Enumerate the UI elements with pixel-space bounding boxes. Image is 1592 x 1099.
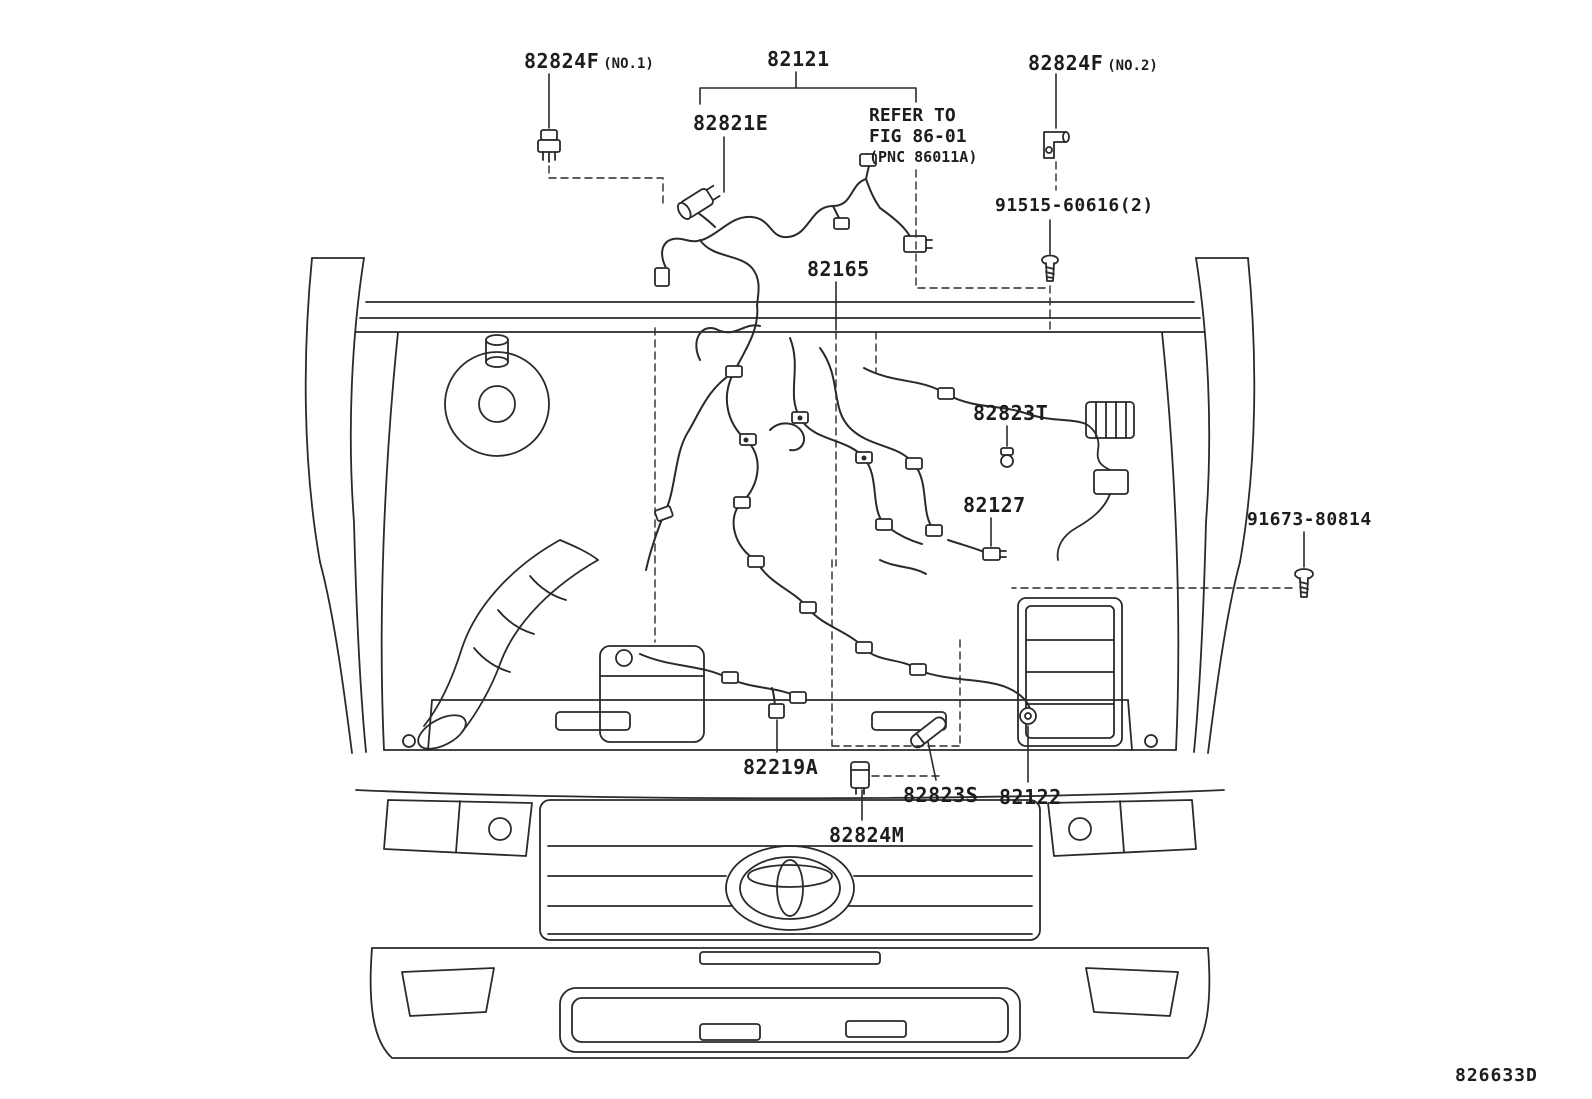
fuse-box [1017, 597, 1123, 747]
top-harness [661, 165, 912, 307]
brake-booster [444, 334, 550, 457]
screw-91515-icon [1041, 254, 1059, 282]
left-pillar [304, 257, 367, 754]
part-number: 82219A [743, 755, 819, 779]
sensor-connector-82821e [676, 184, 721, 220]
part-label-82823t: 82823T [973, 401, 1048, 425]
part-label-82121: 82121 [767, 47, 830, 71]
refer-note-line1: REFER TO [869, 105, 956, 126]
part-label-82165: 82165 [807, 257, 870, 281]
part-label-82823s: 82823S [903, 783, 978, 807]
harness-connectors [654, 365, 955, 704]
part-label-91515-60616: 91515-60616(2) [995, 195, 1154, 216]
part-label-82824m: 82824M [829, 823, 904, 847]
part-number: 82823T [973, 401, 1049, 425]
part-number: 82165 [807, 257, 870, 281]
part-label-82821e: 82821E [693, 111, 768, 135]
part-label-82127: 82127 [963, 493, 1026, 517]
connector-82127-icon [982, 547, 1007, 561]
ring-terminal-82122-icon [1019, 707, 1037, 725]
part-number: 82823S [903, 783, 979, 807]
part-qualifier: (NO.1) [603, 56, 654, 72]
connector-82219a-icon [768, 703, 785, 719]
radiator-support [402, 699, 1158, 751]
cowl-panel [355, 301, 1205, 333]
front-bumper [369, 947, 1211, 1059]
grommet-82824f-no1-icon [537, 129, 561, 163]
diagram-code: 826633D [1455, 1065, 1538, 1086]
part-label-82824f-no1: 82824F(NO.1) [524, 49, 654, 73]
part-number: 82824F [1028, 51, 1104, 75]
engine-wire-harness [639, 304, 1087, 717]
engine-bay-opening [380, 331, 1180, 751]
part-number: 82821E [693, 111, 769, 135]
refer-note: REFER TO FIG 86-01 (PNC 86011A) [869, 105, 977, 168]
part-qualifier: (NO.2) [1107, 58, 1158, 74]
part-label-82219a: 82219A [743, 755, 818, 779]
construction-lines [548, 161, 1293, 777]
part-number: 82122 [999, 785, 1062, 809]
right-pillar [1193, 257, 1256, 754]
part-82823t-icon [1000, 447, 1014, 468]
air-intake-duct [417, 539, 599, 750]
part-icons [537, 129, 1314, 795]
top-harness-connectors [654, 153, 933, 287]
part-number: 82824M [829, 823, 905, 847]
screw-91673-icon [1294, 568, 1314, 598]
right-connector-block [1056, 401, 1135, 561]
toyota-logo-icon [725, 845, 855, 931]
clamp-82824f-no2-icon [1043, 131, 1070, 159]
refer-note-line2: FIG 86-01 [869, 126, 967, 147]
front-fascia [355, 789, 1225, 941]
part-number: 82121 [767, 47, 830, 71]
part-number: 82824F [524, 49, 600, 73]
connector-86011a [903, 235, 933, 253]
connector-82824m-icon [850, 761, 870, 795]
clamp-82823s-icon [910, 716, 947, 749]
leader-lines [548, 71, 1305, 821]
part-number: 91515-60616(2) [995, 195, 1154, 216]
part-label-82122: 82122 [999, 785, 1062, 809]
part-number: 82127 [963, 493, 1026, 517]
reservoir-box [599, 645, 705, 743]
refer-note-line3: (PNC 86011A) [869, 148, 978, 166]
part-label-82824f-no2: 82824F(NO.2) [1028, 51, 1158, 75]
part-number: 91673-80814 [1247, 509, 1372, 530]
part-label-91673-80814: 91673-80814 [1247, 509, 1372, 530]
